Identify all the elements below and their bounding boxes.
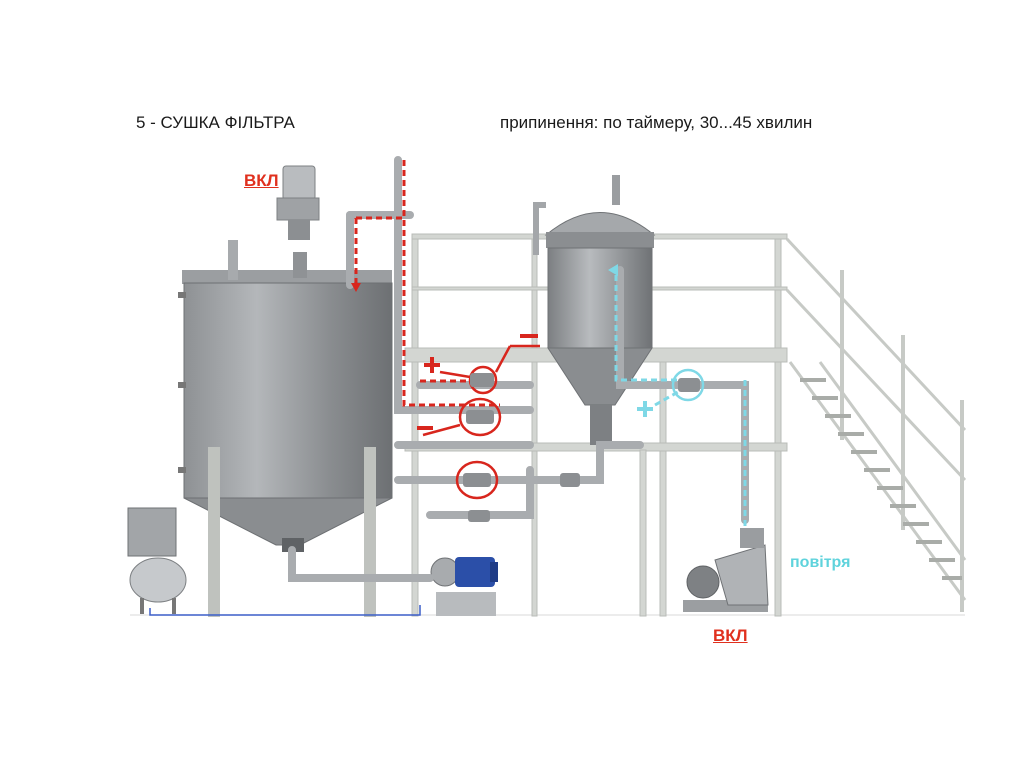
process-piping bbox=[288, 156, 749, 582]
step-title: 5 - СУШКА ФІЛЬТРА bbox=[136, 113, 295, 132]
blower-fan-icon bbox=[683, 528, 769, 612]
air-arrow-icon bbox=[608, 264, 618, 276]
agitator-on-label: ВКЛ bbox=[244, 171, 279, 190]
valves bbox=[463, 373, 700, 522]
stair-steps bbox=[800, 378, 962, 580]
pump-motor-icon bbox=[430, 557, 498, 616]
stop-condition: припинення: по таймеру, 30...45 хвилин bbox=[500, 113, 813, 132]
flow-arrow-down-icon bbox=[351, 283, 361, 292]
cable-line bbox=[149, 605, 421, 616]
agitator-motor-icon bbox=[276, 165, 320, 240]
air-flow-path bbox=[614, 275, 747, 530]
air-label: повітря bbox=[790, 554, 851, 571]
valve-state-markers bbox=[417, 334, 653, 430]
air-plus-vertical bbox=[643, 401, 647, 417]
return-flow-path bbox=[354, 160, 500, 407]
minus-marker-2 bbox=[520, 334, 538, 338]
staircase bbox=[785, 237, 967, 612]
air-valve-highlight bbox=[671, 368, 705, 402]
plus-marker-vertical bbox=[430, 357, 434, 373]
minus-marker-1 bbox=[417, 426, 433, 430]
blower-on-label: ВКЛ bbox=[713, 626, 748, 645]
mixing-tank bbox=[178, 240, 393, 617]
air-receiver-icon bbox=[127, 507, 187, 614]
filter-vessel bbox=[533, 175, 656, 445]
